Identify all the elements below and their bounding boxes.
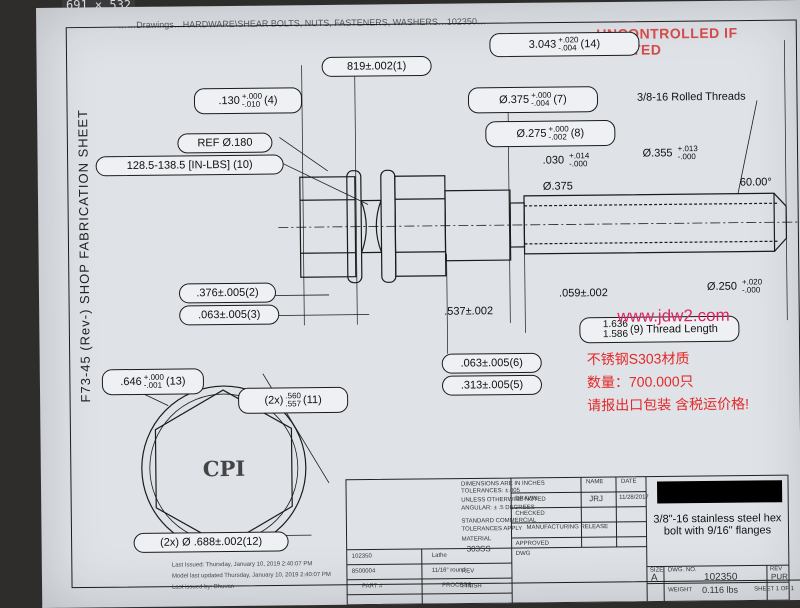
tb-drawn-date: 11/28/2017	[619, 495, 649, 501]
tb-weight: 0.116 lbs	[702, 585, 738, 595]
tb-weight-label: WEIGHT	[668, 587, 692, 593]
tb-dwgno-label: DWG. NO.	[668, 567, 697, 573]
tb-sheet-label: SHEET 1 OF 1	[754, 586, 794, 592]
tb-material-label: MATERIAL	[462, 536, 492, 542]
tb-date-label: DATE	[621, 479, 637, 485]
tb-material: 303SS	[467, 544, 491, 553]
tb-standard: STANDARD COMMERCIAL	[461, 518, 536, 525]
tb-part1: 102350	[352, 554, 372, 560]
tb-tolerances: TOLERANCES: ±.005	[461, 488, 520, 495]
tb-drawn-by: JRJ	[589, 494, 603, 503]
tb-name-label: NAME	[586, 479, 603, 485]
tb-mfg-label: MANUFACTURING RELEASE	[526, 524, 608, 531]
redacted-company	[657, 480, 782, 503]
tb-part5: PART #	[362, 583, 382, 589]
tb-size: A	[651, 573, 658, 584]
tb-checked-label: CHECKED	[515, 511, 544, 517]
tb-dwgno: 102350	[704, 572, 737, 583]
tb-part8: FINISH	[462, 583, 482, 589]
tb-part3: 8500004	[352, 568, 375, 574]
drawing-sheet: ……Drawings…HARDWARE\SHEAR BOLTS, NUTS, F…	[36, 0, 800, 608]
tb-part4: 11/16" round	[432, 568, 466, 574]
tb-rev: PUR	[771, 572, 788, 581]
tb-drawn-label: DRAWN	[515, 496, 538, 502]
tb-part2: Lathe	[432, 553, 447, 559]
drawing-title: 3/8"-16 stainless steel hex bolt with 9/…	[647, 512, 787, 537]
tb-dwg-label: DWG	[516, 551, 531, 557]
tb-part7: REV	[462, 568, 474, 574]
tb-approved-label: APPROVED	[516, 541, 549, 547]
tb-tol-apply: TOLERANCES APPLY	[461, 526, 522, 533]
note-last-issued-by: Last issued by: Bhuvan	[172, 584, 234, 591]
tb-dimensions-in: DIMENSIONS ARE IN INCHES	[461, 481, 545, 488]
